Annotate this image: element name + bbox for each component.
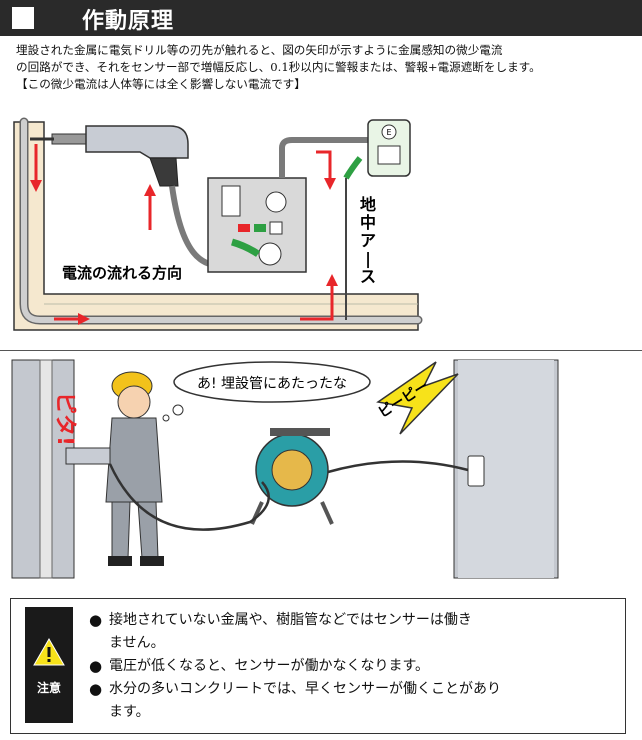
caution-item-1-line-1: 接地されていない金属や、樹脂管などではセンサーは働き xyxy=(109,612,472,628)
caution-item-3-line-1: 水分の多いコンクリートでは、早くセンサーが働くことがあり xyxy=(109,681,501,697)
caution-item-2: 電圧が低くなると、センサーが働かなくなります。 xyxy=(89,655,609,678)
worker-boot-left xyxy=(108,556,132,566)
speech-text: あ! 埋設管にあたったな xyxy=(197,376,347,392)
speech-dot-1 xyxy=(172,404,184,416)
arrow-5 xyxy=(316,150,332,180)
intro-text: 埋設された金属に電気ドリル等の刃先が触れると、図の矢印が示すように金属感知の微少… xyxy=(16,42,636,93)
worker-leg-right xyxy=(137,501,159,559)
arrow-head-1 xyxy=(30,180,42,192)
drill-illustration xyxy=(30,125,189,187)
speech-dot-2 xyxy=(162,414,170,422)
lightning-bolt xyxy=(376,361,459,435)
sensor-unit xyxy=(207,177,307,273)
caution-list: 接地されていない金属や、樹脂管などではセンサーは働き ません。 電圧が低くなると… xyxy=(89,609,609,724)
drill-cord-scene xyxy=(108,463,270,531)
arrow-heads xyxy=(30,178,338,325)
header-marker xyxy=(12,7,34,29)
sensor-switch xyxy=(269,221,283,235)
worker-face xyxy=(117,385,151,419)
worker-drill xyxy=(65,447,111,465)
cord-reel xyxy=(250,428,334,525)
wall-section xyxy=(13,121,419,331)
caution-item-3: 水分の多いコンクリートでは、早くセンサーが働くことがあり ます。 xyxy=(89,678,609,724)
intro-line-2: の回路ができ、それをセンサー部で増幅反応し、0.1秒以内に警報または、警報+電源… xyxy=(16,60,541,74)
caution-item-1: 接地されていない金属や、樹脂管などではセンサーは働き ません。 xyxy=(89,609,609,655)
outlet-ground-label: E xyxy=(386,128,391,137)
intro-line-3: 【この微少電流は人体等には全く影響しない電流です】 xyxy=(16,77,306,91)
drill-handle xyxy=(149,157,179,187)
drill-chuck xyxy=(51,133,87,145)
reel-cord-scene xyxy=(327,460,469,474)
ground-plug xyxy=(343,156,363,180)
sensor-lamp-red xyxy=(238,224,250,232)
power-cord xyxy=(279,137,370,178)
reel-handle xyxy=(270,428,330,436)
worker-scene-svg: ピタ! あ! 埋設管にあたったな ピーピー xyxy=(11,359,559,579)
ground-char-3: ア xyxy=(360,231,376,250)
reel-hub xyxy=(271,449,313,491)
arrow-head-4 xyxy=(144,184,156,196)
buried-pipe-inner xyxy=(21,119,421,323)
section-title: 作動原理 xyxy=(82,9,175,34)
ground-char-1: 地 xyxy=(360,195,376,214)
arrow-head-3 xyxy=(326,274,338,286)
buried-pipe-vertical xyxy=(39,359,53,579)
sensor-dial xyxy=(265,191,287,213)
caution-badge: 注意 xyxy=(25,607,73,723)
section-divider xyxy=(0,350,642,351)
reel-leg-right xyxy=(320,501,334,525)
caution-box: 注意 接地されていない金属や、樹脂管などではセンサーは働き ません。 電圧が低く… xyxy=(10,598,626,734)
caution-label: 注意 xyxy=(36,681,61,695)
arrow-3 xyxy=(300,284,334,321)
ground-label: 地 中 ア | ス xyxy=(360,195,376,286)
ground-char-2: 中 xyxy=(360,213,376,232)
worker-boot-right xyxy=(140,556,164,566)
scene-outlet xyxy=(467,455,485,487)
caution-item-3-line-2: ます。 xyxy=(109,704,150,720)
intro-line-1: 埋設された金属に電気ドリル等の刃先が触れると、図の矢印が示すように金属感知の微少… xyxy=(16,43,503,57)
arrow-head-5 xyxy=(324,178,336,190)
wall-outlet: E xyxy=(367,119,411,177)
principle-diagram: E 地 中 ア | ス 電流の流れる方向 xyxy=(0,114,642,350)
caution-item-1-line-2: ません。 xyxy=(109,635,165,651)
speech-bubble xyxy=(173,361,371,403)
sensor-plug xyxy=(231,238,260,257)
arrow-head-2 xyxy=(78,313,90,325)
worker-leg-left xyxy=(111,501,131,559)
drill-body xyxy=(85,125,189,159)
sensor-meter xyxy=(221,185,241,217)
ground-char-4: | xyxy=(365,249,371,269)
outlet-ground xyxy=(381,124,397,140)
warning-icon xyxy=(33,637,65,666)
section-header: 作動原理 xyxy=(0,0,642,36)
principle-diagram-svg: E 地 中 ア | ス 電流の流れる方向 xyxy=(13,117,423,331)
outlet-socket xyxy=(377,145,401,165)
ground-char-5: ス xyxy=(360,267,376,286)
worker-scene: ピタ! あ! 埋設管にあたったな ピーピー xyxy=(0,352,642,588)
sfx-pita: ピタ! xyxy=(52,392,77,446)
caution-item-2-line-1: 電圧が低くなると、センサーが働かなくなります。 xyxy=(109,658,430,674)
sensor-lamp-green xyxy=(254,224,266,232)
flow-label: 電流の流れる方向 xyxy=(62,264,182,282)
current-arrows xyxy=(34,144,334,321)
worker-body xyxy=(105,417,163,503)
sensor-outlet xyxy=(258,242,282,266)
worker-illustration xyxy=(65,371,164,566)
